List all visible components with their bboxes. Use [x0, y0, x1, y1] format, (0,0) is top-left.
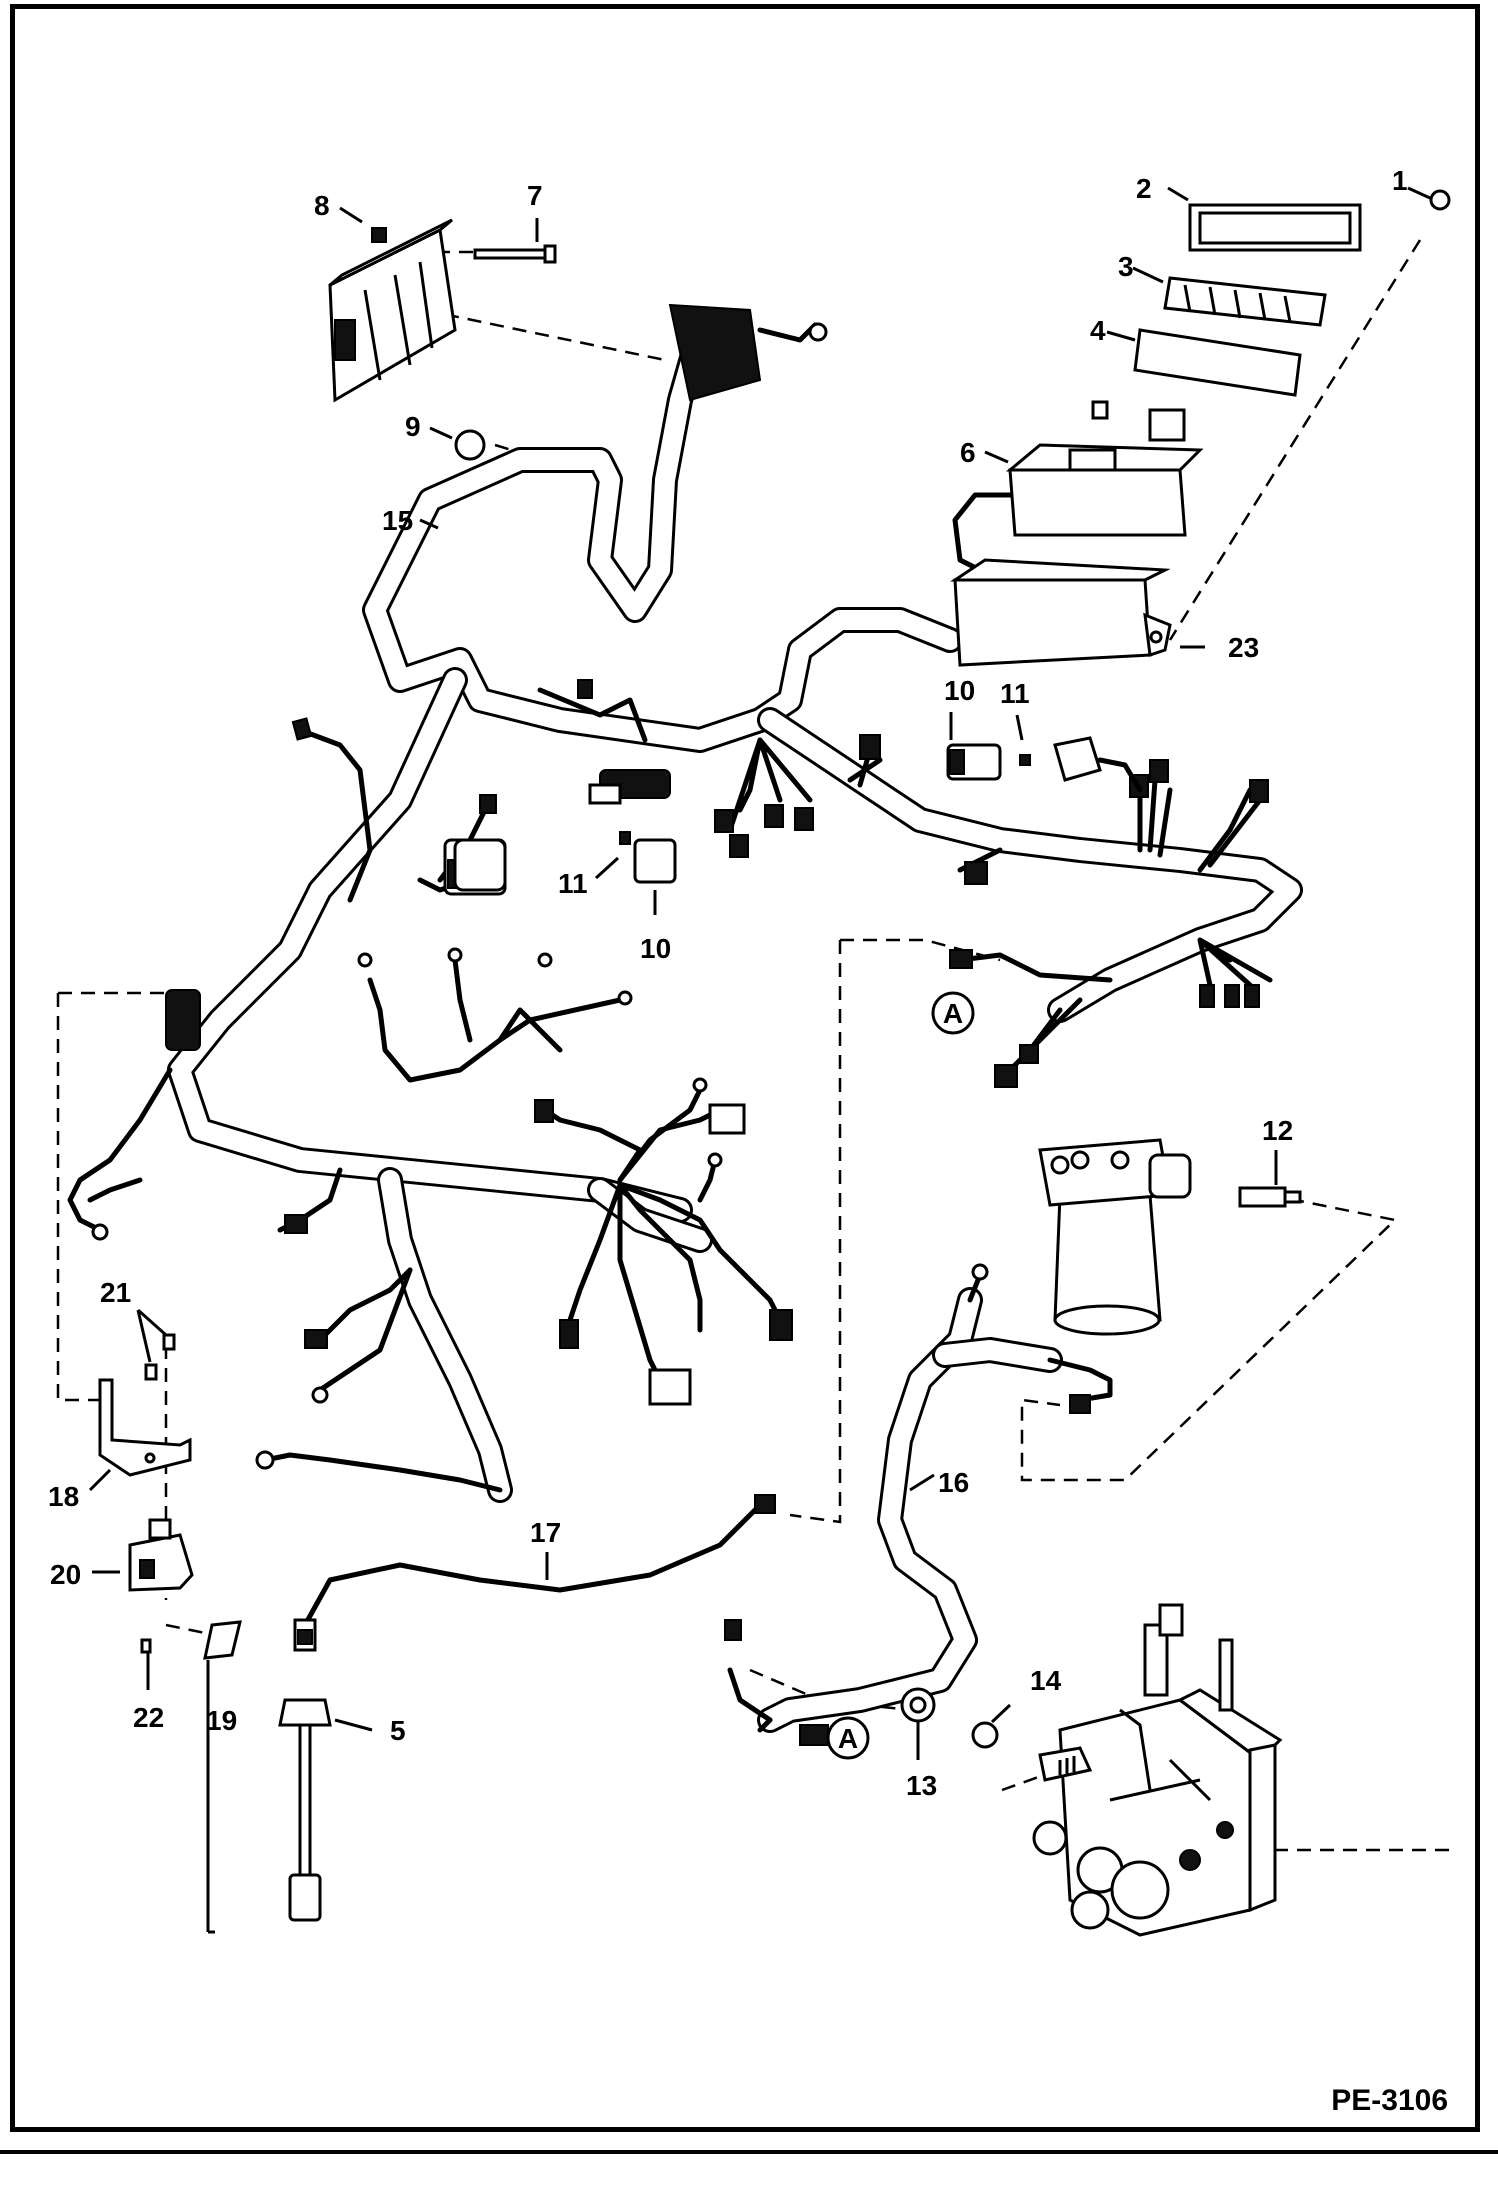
- bottom-rule: [0, 2150, 1498, 2154]
- screw-1: [1429, 189, 1451, 211]
- callout-17: 17: [530, 1517, 561, 1548]
- svg-text:A: A: [943, 998, 963, 1029]
- harness-connectors: [91, 679, 1269, 1746]
- bolt-7: [473, 244, 557, 264]
- callout-15: 15: [382, 505, 413, 536]
- callout-14: 14: [1030, 1665, 1062, 1696]
- leader-lines: [88, 186, 1431, 1934]
- fuse-strip-3: [1163, 276, 1327, 327]
- label-plate-4: [1133, 328, 1302, 397]
- breakout-wires: [67, 687, 1273, 1733]
- relay-module-6: [952, 400, 1204, 578]
- callout-11-right: 11: [1000, 678, 1030, 709]
- main-harness-15: [167, 317, 1303, 1503]
- fuse-11-left: [619, 831, 631, 845]
- clip-19: [203, 1620, 242, 1660]
- callout-21: 21: [100, 1277, 131, 1308]
- connection-marker-a-upper: A: [931, 991, 975, 1035]
- callout-4: 4: [1090, 315, 1106, 346]
- nut-14: [971, 1721, 999, 1749]
- callout-10-left: 10: [640, 933, 671, 964]
- fuel-sender-5: [278, 1618, 332, 1922]
- callout-23: 23: [1228, 632, 1259, 663]
- fuse-holder-10-left: [633, 838, 677, 884]
- harness-16: [757, 1287, 1063, 1733]
- callout-19: 19: [206, 1705, 237, 1736]
- controller-module-8: [328, 218, 457, 403]
- connection-marker-a-lower: A: [826, 1716, 870, 1760]
- callout-16: 16: [938, 1467, 969, 1498]
- assembly-dash-lines: [56, 208, 1450, 1852]
- callout-18: 18: [48, 1481, 79, 1512]
- bracket-18: [98, 1378, 192, 1477]
- drawing-frame: [10, 4, 1480, 2132]
- grommet-13: [900, 1687, 936, 1723]
- relay-20: [128, 1518, 194, 1592]
- harness-top-connector: [668, 303, 828, 402]
- fuel-filter-assembly: [1038, 1138, 1192, 1336]
- clamp-9: [454, 429, 486, 461]
- callout-7: 7: [527, 180, 543, 211]
- screws-21: [144, 1333, 176, 1381]
- callout-1: 1: [1392, 165, 1408, 196]
- injection-pump: [1032, 1603, 1283, 1937]
- callout-11-left: 11: [558, 868, 588, 899]
- callout-6: 6: [960, 437, 976, 468]
- callout-9: 9: [405, 411, 421, 442]
- callout-13: 13: [906, 1770, 937, 1801]
- callout-2: 2: [1136, 173, 1152, 204]
- fuse-box-base-23: [950, 558, 1172, 667]
- callout-22: 22: [133, 1702, 164, 1733]
- callout-5: 5: [390, 1715, 406, 1746]
- fuse-11-right: [1019, 736, 1143, 793]
- callout-12: 12: [1262, 1115, 1293, 1146]
- fuse-box-cover-2: [1188, 203, 1362, 252]
- screw-22: [140, 1638, 152, 1654]
- wire-17: [302, 1502, 763, 1628]
- sensor-12: [1238, 1186, 1302, 1208]
- svg-text:A: A: [838, 1723, 858, 1754]
- figure-code: PE-3106: [1331, 2084, 1448, 2117]
- callout-10-right: 10: [944, 675, 975, 706]
- fuse-holder-10-right: [946, 743, 1002, 781]
- callout-numbers: 1 2 3 4 5 6 7 8 9 10 10 11 11 12 13 14 1…: [48, 165, 1408, 1801]
- callout-3: 3: [1118, 251, 1134, 282]
- callout-20: 20: [50, 1559, 81, 1590]
- callout-8: 8: [314, 190, 330, 221]
